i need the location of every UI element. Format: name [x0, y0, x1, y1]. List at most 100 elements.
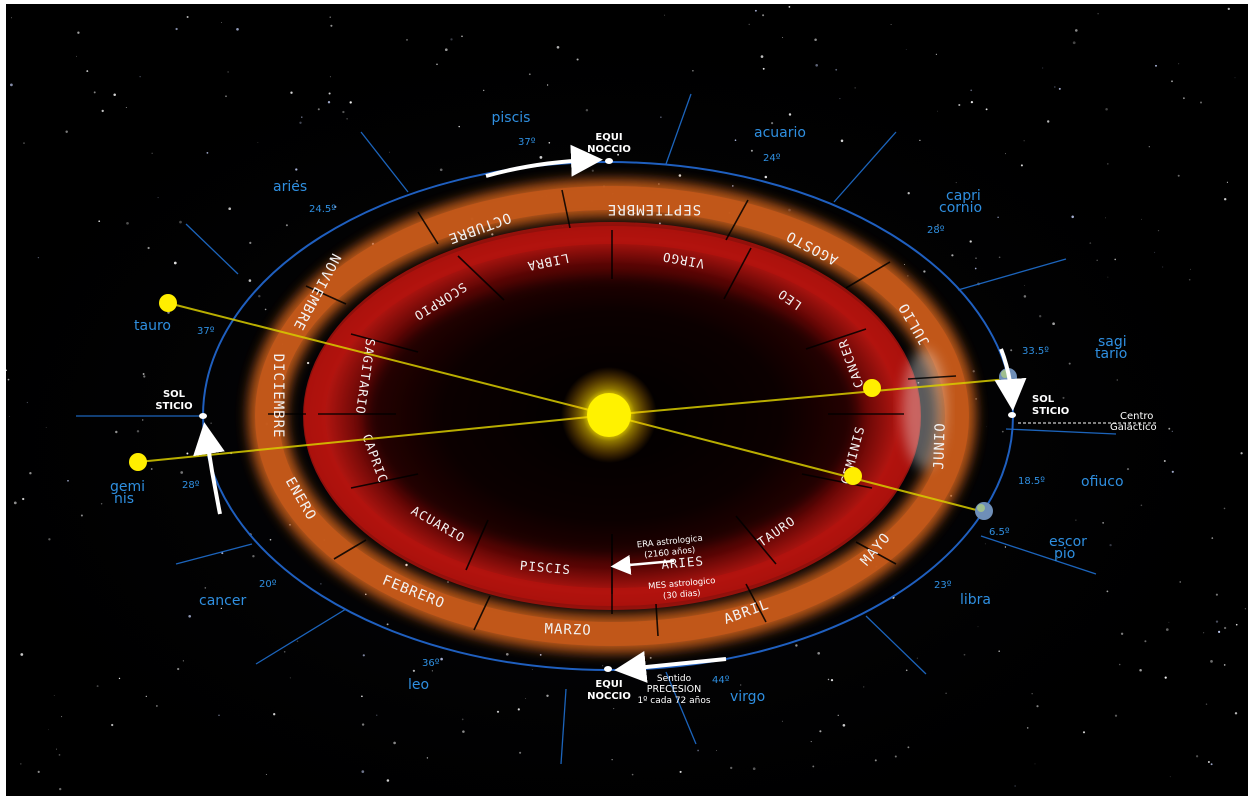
label-acuario: acuario	[754, 125, 806, 141]
star	[998, 256, 1001, 259]
star	[1047, 120, 1050, 123]
month-ring	[255, 186, 969, 646]
star	[985, 108, 988, 111]
star	[48, 538, 51, 541]
star	[93, 91, 96, 94]
star	[919, 139, 921, 142]
star	[296, 180, 298, 182]
star	[56, 748, 57, 750]
star	[458, 125, 460, 128]
star	[23, 142, 25, 144]
star	[1116, 379, 1118, 381]
star	[734, 139, 737, 141]
star	[186, 16, 189, 18]
star	[1023, 295, 1027, 298]
star	[1141, 218, 1142, 220]
star	[1155, 64, 1157, 67]
star	[236, 27, 239, 31]
star	[1052, 322, 1055, 326]
star	[970, 100, 974, 104]
deg-sagitario: 33.5º	[1022, 346, 1049, 357]
star	[905, 48, 907, 50]
star	[218, 714, 220, 716]
sign-aries: ARIES	[661, 553, 705, 572]
star	[48, 729, 49, 731]
equinox-top-line2: NOCCIO	[587, 144, 631, 155]
star	[1096, 259, 1098, 261]
star	[317, 108, 320, 111]
star	[771, 122, 774, 125]
star	[815, 64, 818, 67]
label-geminis-1: gemi	[110, 479, 145, 495]
star	[320, 583, 322, 585]
star	[556, 45, 560, 49]
star	[548, 142, 551, 144]
star	[505, 652, 509, 656]
star	[1211, 537, 1214, 539]
star	[1020, 164, 1023, 167]
deg-cancer: 20º	[259, 579, 277, 590]
star	[7, 378, 10, 381]
star	[450, 38, 453, 41]
star	[1162, 266, 1164, 268]
star	[1126, 468, 1130, 471]
star	[1163, 460, 1166, 462]
star	[22, 497, 25, 501]
star	[283, 651, 286, 653]
star	[86, 70, 89, 73]
label-capricornio-1: capri	[946, 188, 981, 204]
star	[329, 16, 331, 18]
star	[330, 24, 333, 27]
star	[1056, 558, 1058, 560]
deg-geminis: 28º	[182, 480, 200, 491]
star	[1105, 217, 1106, 219]
equinox-bottom-line1: EQUI	[595, 679, 622, 690]
star	[842, 723, 846, 727]
star	[617, 153, 620, 156]
star	[180, 471, 184, 474]
label-geminis-2: nis	[114, 491, 134, 507]
star	[1118, 663, 1121, 666]
star	[762, 67, 765, 70]
label-leo: leo	[408, 677, 429, 693]
star	[923, 270, 926, 273]
star	[1177, 174, 1180, 177]
star	[762, 14, 765, 17]
equinox-bottom-line2: NOCCIO	[587, 691, 631, 702]
star	[156, 705, 158, 707]
star	[907, 192, 910, 195]
star	[935, 53, 938, 56]
star	[461, 718, 464, 721]
star	[731, 185, 734, 187]
star	[329, 76, 331, 78]
star	[61, 716, 63, 718]
star	[1178, 63, 1180, 65]
star	[977, 626, 979, 628]
star	[431, 670, 433, 672]
star	[1169, 776, 1171, 778]
star	[1097, 13, 1099, 15]
arrow-bottom	[614, 651, 727, 683]
star	[100, 503, 103, 505]
star	[252, 555, 255, 558]
star	[296, 640, 299, 643]
star	[1001, 430, 1004, 433]
star	[840, 139, 844, 143]
star	[1053, 86, 1056, 88]
star	[1072, 41, 1076, 45]
star	[361, 723, 365, 726]
star	[349, 101, 352, 104]
label-sagitario-1: sagi	[1098, 334, 1127, 350]
star	[955, 182, 957, 184]
star	[11, 17, 12, 19]
label-libra: libra	[960, 592, 991, 608]
star	[1227, 7, 1230, 11]
star	[1168, 621, 1170, 623]
star	[143, 375, 146, 378]
star	[346, 118, 348, 120]
star	[389, 151, 390, 153]
star	[1210, 763, 1213, 766]
star	[1039, 315, 1042, 318]
star	[997, 216, 999, 218]
star	[951, 254, 954, 257]
